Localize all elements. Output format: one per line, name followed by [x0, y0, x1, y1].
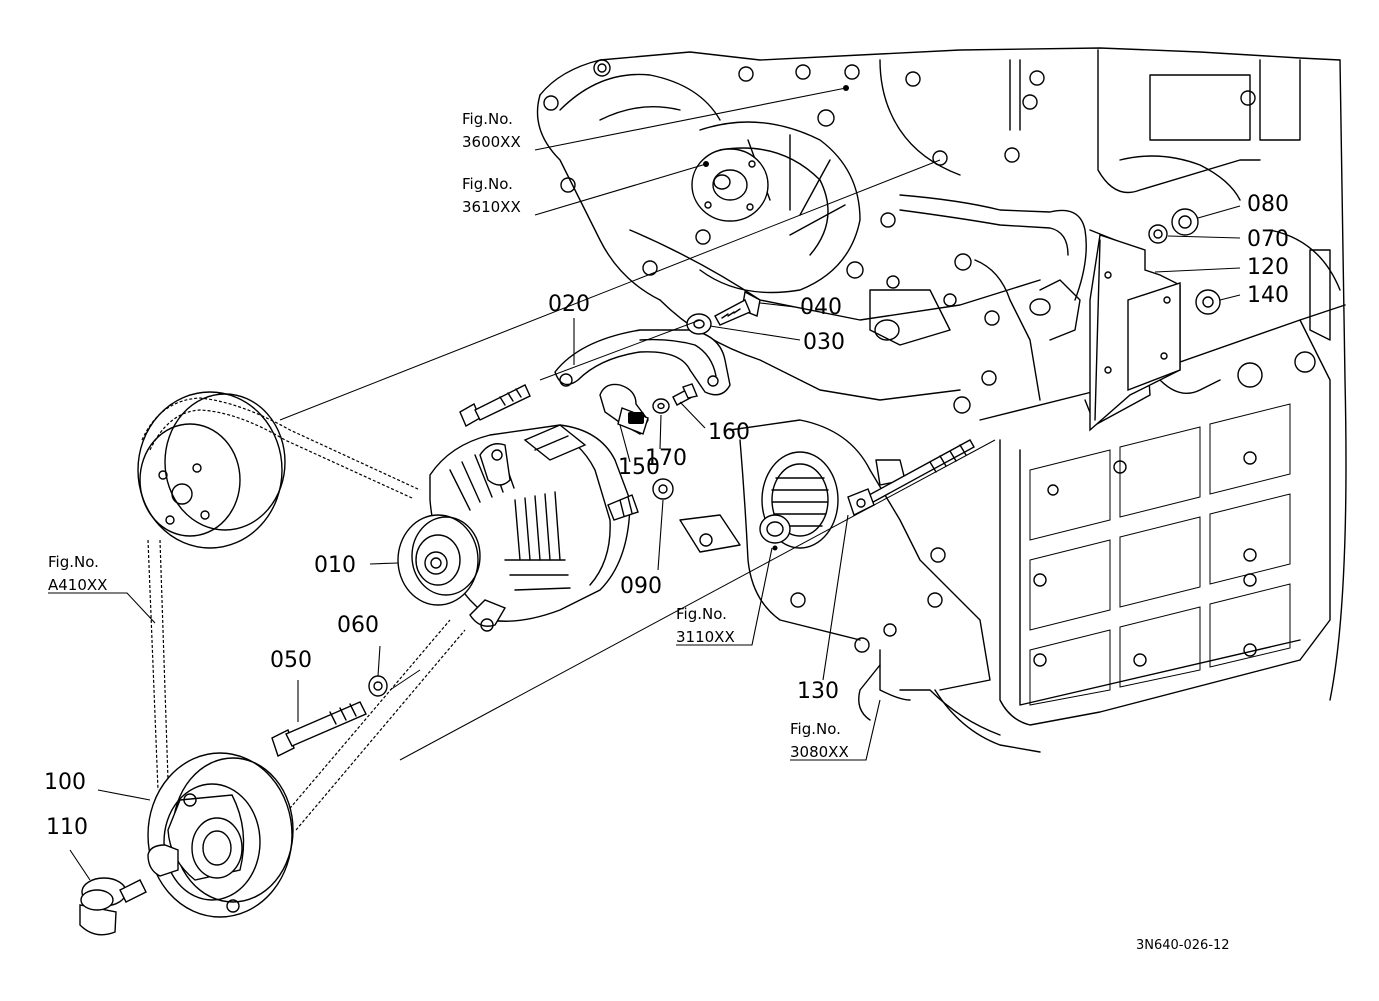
fan-pulley	[137, 391, 286, 549]
block-ribs	[1029, 403, 1291, 706]
label-part-060: 060	[337, 613, 379, 638]
label-part-140: 140	[1247, 283, 1289, 308]
part-020-adjusting-bar	[554, 329, 731, 396]
label-part-090: 090	[620, 574, 662, 599]
figref-3600-line2: 3600XX	[462, 133, 521, 151]
engine-block	[536, 47, 1347, 753]
figref-3080-line1: Fig.No.	[790, 720, 841, 738]
part-080-nut	[1171, 208, 1199, 236]
part-number-labels: 010 020 030 040 050 060 070 080 090 100 …	[44, 192, 1289, 840]
label-part-070: 070	[1247, 227, 1289, 252]
label-part-010: 010	[314, 553, 356, 578]
part-050-bolt	[271, 701, 367, 757]
label-part-040: 040	[800, 295, 842, 320]
label-part-030: 030	[803, 330, 845, 355]
v-belt	[141, 397, 466, 831]
label-part-020: 020	[548, 292, 590, 317]
part-100-crank-pulley	[147, 752, 294, 918]
figref-3600-line1: Fig.No.	[462, 110, 513, 128]
label-part-110: 110	[46, 815, 88, 840]
part-090-nut	[652, 478, 674, 500]
figure-reference-labels: Fig.No. 3600XX Fig.No. 3610XX Fig.No. A4…	[48, 110, 849, 761]
part-010-alternator	[397, 424, 639, 632]
label-part-120: 120	[1247, 255, 1289, 280]
figref-A410-line2: A410XX	[48, 576, 107, 594]
part-040-bolt	[714, 290, 761, 326]
part-140-nut	[1195, 289, 1221, 315]
adjusting-bolt	[459, 384, 531, 427]
figref-3610-line2: 3610XX	[462, 198, 521, 216]
part-150-clamp	[599, 383, 649, 435]
label-part-170: 170	[645, 446, 687, 471]
figref-3080-line2: 3080XX	[790, 743, 849, 761]
part-030-washer	[686, 313, 712, 335]
figref-3110-line2: 3110XX	[676, 628, 735, 646]
label-part-150: 150	[618, 455, 660, 480]
part-160-bolt	[672, 383, 698, 406]
drawing-code: 3N640-026-12	[1136, 938, 1230, 953]
part-110-bolt	[79, 877, 147, 936]
leader-lines	[48, 87, 1241, 881]
figref-A410-line1: Fig.No.	[48, 553, 99, 571]
figref-3110-line1: Fig.No.	[676, 605, 727, 623]
figref-3610-line1: Fig.No.	[462, 175, 513, 193]
label-part-100: 100	[44, 770, 86, 795]
label-part-130: 130	[797, 679, 839, 704]
part-060-washer	[368, 675, 388, 697]
label-part-160: 160	[708, 420, 750, 445]
part-070-washer	[1148, 224, 1168, 244]
part-170-washer	[652, 398, 670, 414]
bracket-120	[1089, 234, 1181, 432]
label-part-050: 050	[270, 648, 312, 673]
label-part-080: 080	[1247, 192, 1289, 217]
phantom-lines	[279, 159, 996, 761]
